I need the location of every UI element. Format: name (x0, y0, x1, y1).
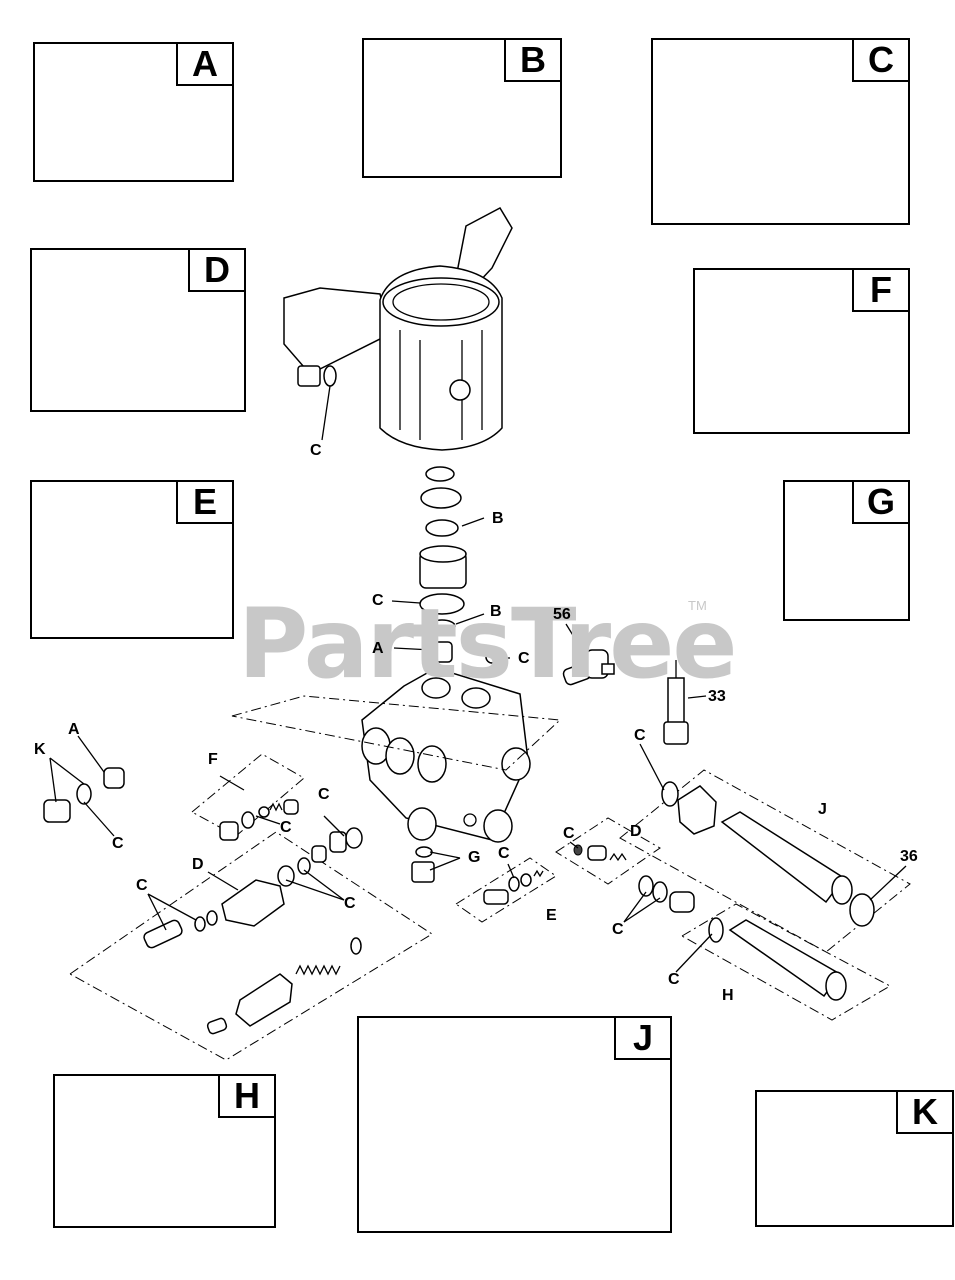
callout-b-upper: B (492, 510, 504, 527)
kit-k-label: K (896, 1090, 954, 1134)
callout-56: 56 (553, 606, 571, 623)
kit-g-label: G (852, 480, 910, 524)
part-56-elbow (562, 649, 615, 686)
kit-f-box: F (693, 268, 910, 434)
callout-h-center: H (722, 987, 734, 1004)
callout-c-d-right: C (563, 825, 575, 842)
callout-g-center: G (468, 849, 481, 866)
kit-j-box: J (357, 1016, 672, 1233)
pump-manifold (361, 667, 531, 843)
kit-h-label: H (218, 1074, 276, 1118)
kit-k-box: K (755, 1090, 954, 1227)
kit-f-label: F (852, 268, 910, 312)
callout-c-d-top: C (318, 786, 330, 803)
assembly-h (680, 903, 892, 1021)
kit-c-box: C (651, 38, 910, 225)
callout-c-oring: C (372, 592, 384, 609)
callout-d-right: D (630, 823, 642, 840)
kit-a-label: A (176, 42, 234, 86)
callout-c-e: C (498, 845, 510, 862)
callout-a-center: A (372, 640, 384, 657)
callout-j-center: J (818, 801, 827, 818)
kit-d-box: D (30, 248, 246, 412)
kit-c-label: C (852, 38, 910, 82)
assembly-center (411, 817, 695, 923)
callout-e-center: E (546, 907, 557, 924)
assembly-left (43, 695, 562, 1061)
callout-a-left: A (68, 721, 80, 738)
seal-stack (419, 466, 499, 664)
callout-c-d-right-low: C (612, 921, 624, 938)
callout-c-d-left: C (136, 877, 148, 894)
kit-j-label: J (614, 1016, 672, 1060)
assembly-j (619, 769, 911, 953)
callout-33: 33 (708, 688, 726, 705)
kit-d-label: D (188, 248, 246, 292)
callout-c-d-mid: C (344, 895, 356, 912)
callout-k-left: K (34, 741, 46, 758)
kit-b-box: B (362, 38, 562, 178)
kit-a-box: A (33, 42, 234, 182)
watermark-tm: TM (688, 598, 707, 613)
kit-e-box: E (30, 480, 234, 639)
callout-36: 36 (900, 848, 918, 865)
callout-b-lower: B (490, 603, 502, 620)
callout-c-h: C (668, 971, 680, 988)
callout-c-f: C (280, 819, 292, 836)
kit-g-box: G (783, 480, 910, 621)
leader-lines (49, 385, 907, 973)
callout-f-center: F (208, 751, 218, 768)
kit-h-box: H (53, 1074, 276, 1228)
pump-crankcase (283, 207, 513, 451)
callout-d-left: D (192, 856, 204, 873)
part-33-bolt (663, 660, 689, 745)
callout-c-j: C (634, 727, 646, 744)
kit-e-label: E (176, 480, 234, 524)
kit-b-label: B (504, 38, 562, 82)
callout-c-left: C (112, 835, 124, 852)
callout-c-manifold-plug: C (310, 442, 322, 459)
callout-c-ball: C (518, 650, 530, 667)
